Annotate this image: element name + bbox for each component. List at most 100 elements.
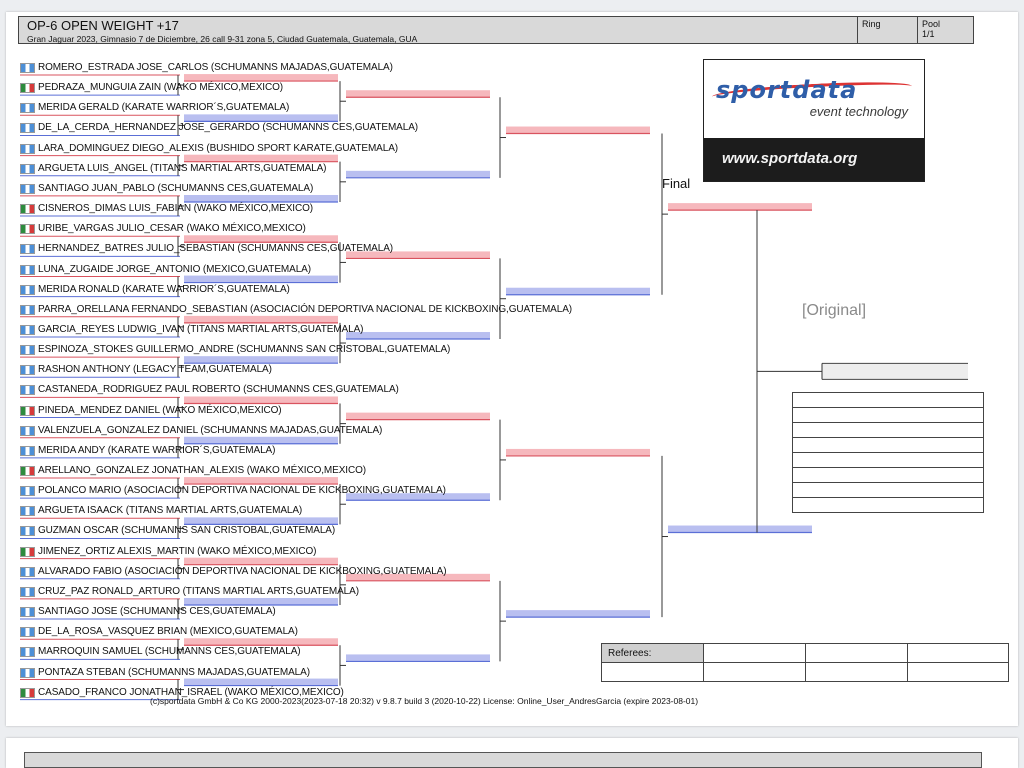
competitor-row: ARGUETA LUIS_ANGEL (TITANS MARTIAL ARTS,… xyxy=(18,162,618,179)
blue-corner-bar xyxy=(184,678,338,686)
competitor-row: MERIDA ANDY (KARATE WARRIOR´S,GUATEMALA) xyxy=(18,444,618,461)
competitor-name: MERIDA ANDY (KARATE WARRIOR´S,GUATEMALA) xyxy=(38,444,276,456)
competitor-row: ESPINOZA_STOKES GUILLERMO_ANDRE (SCHUMAN… xyxy=(18,343,618,360)
red-corner-bar xyxy=(346,251,490,259)
competitor-name: CISNEROS_DIMAS LUIS_FABIAN (WAKO MÉXICO,… xyxy=(38,203,313,215)
competitor-name: ARGUETA ISAACK (TITANS MARTIAL ARTS,GUAT… xyxy=(38,505,303,517)
flag-guatemala-icon xyxy=(20,63,35,73)
competitor-name: ARELLANO_GONZALEZ JONATHAN_ALEXIS (WAKO … xyxy=(38,465,366,476)
competitor-name: ESPINOZA_STOKES GUILLERMO_ANDRE (SCHUMAN… xyxy=(38,344,451,356)
competitor-row: HERNANDEZ_BATRES JULIO_SEBASTIAN (SCHUMA… xyxy=(18,242,618,259)
red-corner-bar xyxy=(506,448,650,456)
logo-brand: sportdata xyxy=(716,76,858,104)
result-row xyxy=(792,422,984,438)
blue-corner-bar xyxy=(184,114,338,122)
flag-guatemala-icon xyxy=(20,445,35,456)
original-watermark: [Original] xyxy=(802,302,867,319)
blue-corner-bar xyxy=(184,356,338,364)
footer-license: (c)sportdata GmbH & Co KG 2000-2023(2023… xyxy=(150,696,699,706)
competitor-name: HERNANDEZ_BATRES JULIO_SEBASTIAN (SCHUMA… xyxy=(38,243,394,255)
competitor-row: LUNA_ZUGAIDE JORGE_ANTONIO (MEXICO,GUATE… xyxy=(18,263,618,280)
competitor-row: ARELLANO_GONZALEZ JONATHAN_ALEXIS (WAKO … xyxy=(18,464,618,481)
competitor-row: SANTIAGO JUAN_PABLO (SCHUMANNS CES,GUATE… xyxy=(18,182,618,199)
competitor-row: URIBE_VARGAS JULIO_CESAR (WAKO MÉXICO,ME… xyxy=(18,222,618,239)
red-corner-bar xyxy=(184,235,338,243)
referee-cell xyxy=(805,643,908,663)
pool-label: Pool xyxy=(922,19,941,29)
blue-corner-bar xyxy=(184,597,338,605)
competitor-name: URIBE_VARGAS JULIO_CESAR (WAKO MÉXICO,ME… xyxy=(38,223,306,235)
result-row xyxy=(792,467,984,483)
competitor-row: GARCIA_REYES LUDWIG_IVAN (TITANS MARTIAL… xyxy=(18,323,618,340)
competitor-row: CISNEROS_DIMAS LUIS_FABIAN (WAKO MÉXICO,… xyxy=(18,202,618,219)
flag-guatemala-icon xyxy=(20,264,35,275)
logo-url: www.sportdata.org xyxy=(722,150,858,167)
competitor-row: ARGUETA ISAACK (TITANS MARTIAL ARTS,GUAT… xyxy=(18,504,618,521)
flag-mexico-icon xyxy=(20,546,35,557)
flag-guatemala-icon xyxy=(20,607,35,618)
flag-guatemala-icon xyxy=(20,667,35,678)
referee-cell xyxy=(907,662,1009,682)
blue-corner-bar xyxy=(506,610,650,618)
flag-guatemala-icon xyxy=(20,566,35,577)
red-corner-bar xyxy=(506,126,650,134)
event-header: OP-6 OPEN WEIGHT +17 Gran Jaguar 2023, G… xyxy=(18,16,974,44)
red-corner-bar xyxy=(184,315,338,323)
competitor-name: PARRA_ORELLANA FERNANDO_SEBASTIAN (ASOCI… xyxy=(38,303,573,315)
competitor-name: GUZMAN OSCAR (SCHUMANNS SAN CRISTOBAL,GU… xyxy=(38,525,336,537)
competitor-row: PARRA_ORELLANA FERNANDO_SEBASTIAN (ASOCI… xyxy=(18,303,618,320)
competitor-name: ALVARADO FABIO (ASOCIACIÓN DEPORTIVA NAC… xyxy=(38,565,447,577)
competitor-name: CASTANEDA_RODRIGUEZ PAUL ROBERTO (SCHUMA… xyxy=(38,384,399,396)
competitor-row: CASADO_FRANCO JONATHAN_ISRAEL (WAKO MÉXI… xyxy=(18,686,618,703)
logo-top: sportdata event technology xyxy=(704,60,924,138)
referee-cell xyxy=(907,643,1009,663)
event-title: OP-6 OPEN WEIGHT +17 xyxy=(27,18,179,33)
flag-guatemala-icon xyxy=(20,143,35,154)
red-corner-bar xyxy=(346,412,490,420)
flag-mexico-icon xyxy=(20,466,35,476)
competitor-row: LARA_DOMINGUEZ DIEGO_ALEXIS (BUSHIDO SPO… xyxy=(18,142,618,159)
result-row xyxy=(792,407,984,423)
competitor-name: RASHON ANTHONY (LEGACY TEAM,GUATEMALA) xyxy=(38,364,272,376)
flag-guatemala-icon xyxy=(20,284,35,295)
flag-guatemala-icon xyxy=(20,123,35,134)
flag-guatemala-icon xyxy=(20,304,35,315)
red-corner-bar xyxy=(184,477,338,485)
competitor-name: SANTIAGO JOSE (SCHUMANNS CES,GUATEMALA) xyxy=(38,606,276,618)
referees-table: Referees: xyxy=(601,643,1009,682)
competitor-row: DE_LA_CERDA_HERNANDEZ JOSE_GERARDO (SCHU… xyxy=(18,121,618,138)
competitor-name: CRUZ_PAZ RONALD_ARTURO (TITANS MARTIAL A… xyxy=(38,585,359,597)
competitor-name: MARROQUIN SAMUEL (SCHUMANNS CES,GUATEMAL… xyxy=(38,646,301,658)
flag-guatemala-icon xyxy=(20,526,35,537)
final-label: Final xyxy=(662,176,691,191)
competitor-name: ARGUETA LUIS_ANGEL (TITANS MARTIAL ARTS,… xyxy=(38,162,327,174)
results-table xyxy=(792,392,984,513)
competitor-row: MERIDA RONALD (KARATE WARRIOR´S,GUATEMAL… xyxy=(18,283,618,300)
red-corner-bar xyxy=(184,638,338,646)
referee-cell xyxy=(703,643,806,663)
result-row xyxy=(792,482,984,498)
competitor-row: SANTIAGO JOSE (SCHUMANNS CES,GUATEMALA) xyxy=(18,605,618,622)
red-corner-bar xyxy=(184,74,338,82)
competitor-row: VALENZUELA_GONZALEZ DANIEL (SCHUMANNS MA… xyxy=(18,424,618,441)
red-corner-bar xyxy=(346,90,490,98)
competitor-row: MARROQUIN SAMUEL (SCHUMANNS CES,GUATEMAL… xyxy=(18,645,618,662)
blue-corner-bar xyxy=(184,275,338,283)
referee-cell xyxy=(601,662,704,682)
competitor-name: PINEDA_MENDEZ DANIEL (WAKO MÉXICO,MEXICO… xyxy=(38,404,282,416)
flag-guatemala-icon xyxy=(20,486,35,497)
competitor-name: CASADO_FRANCO JONATHAN_ISRAEL (WAKO MÉXI… xyxy=(38,686,344,698)
flag-guatemala-icon xyxy=(20,244,35,255)
competitor-row: POLANCO MARIO (ASOCIACIÓN DEPORTIVA NACI… xyxy=(18,484,618,501)
competitor-name: LARA_DOMINGUEZ DIEGO_ALEXIS (BUSHIDO SPO… xyxy=(38,142,399,154)
flag-mexico-icon xyxy=(20,224,35,235)
competitor-name: DE_LA_ROSA_VASQUEZ BRIAN (MEXICO,GUATEMA… xyxy=(38,626,298,638)
competitor-row: CRUZ_PAZ RONALD_ARTURO (TITANS MARTIAL A… xyxy=(18,585,618,602)
blue-corner-bar xyxy=(668,525,812,533)
pool-cell: Pool 1/1 xyxy=(917,17,975,43)
blue-corner-bar xyxy=(346,654,490,662)
red-corner-bar xyxy=(184,396,338,404)
competitor-name: SANTIAGO JUAN_PABLO (SCHUMANNS CES,GUATE… xyxy=(38,182,314,194)
competitor-row: MERIDA GERALD (KARATE WARRIOR´S,GUATEMAL… xyxy=(18,101,618,118)
flag-mexico-icon xyxy=(20,687,35,698)
